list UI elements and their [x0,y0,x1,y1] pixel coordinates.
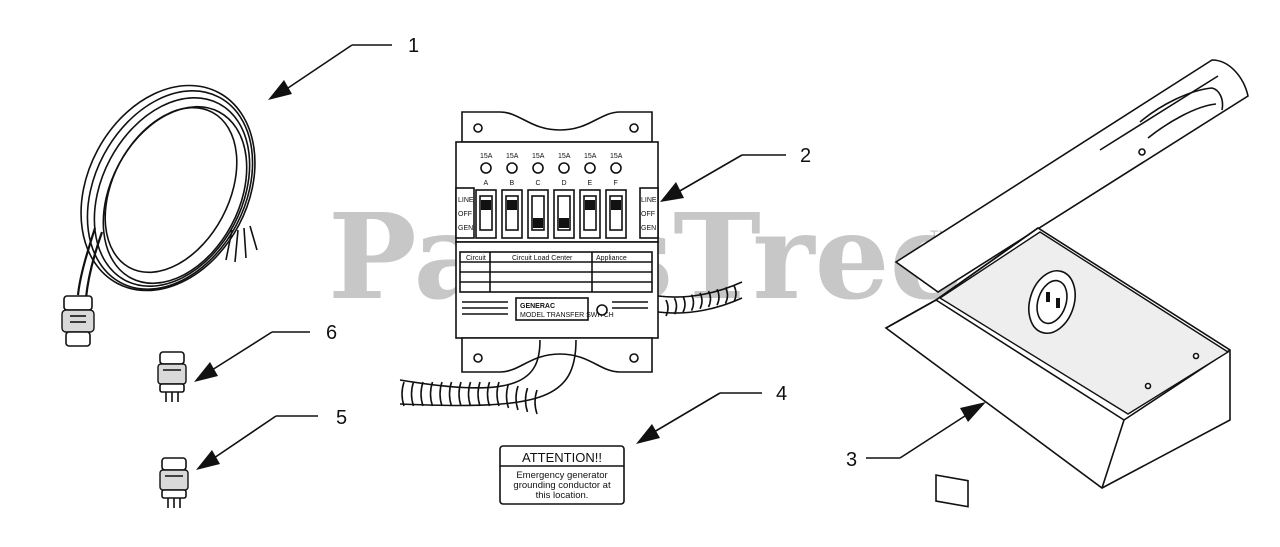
conduit-rib [682,296,686,313]
indicator-lamp-5 [584,162,596,174]
table-header-circuit: Circuit [466,255,486,262]
label-title: ATTENTION!! [522,450,602,465]
circuit-letter-2: B [510,180,515,187]
callout-6-number: 6 [326,322,337,344]
circuit-letter-4: D [562,180,567,187]
table-header-appliance: Appliance [596,255,627,262]
conduit-rib [429,381,434,407]
indicator-lamp-4 [558,162,570,174]
panel-right-label-off: OFF [641,211,655,218]
switch-row [475,189,627,239]
panel-left-label-gen: GEN [458,225,473,232]
part-4-attention-label[interactable]: ATTENTION!! Emergency generator groundin… [499,445,625,505]
conduit-rib [690,294,695,311]
conduit-rib [733,285,737,302]
conduit-rib [716,288,720,306]
conduit-rib [448,381,453,407]
conduit-rib [515,385,519,411]
part-6-connector[interactable] [157,351,187,402]
circuit-letter-6: F [614,180,618,187]
callout-2-number: 2 [800,145,811,167]
circuit-switch-1[interactable] [475,189,497,239]
callout-5-number: 5 [336,407,347,429]
circuit-letter-3: C [536,180,541,187]
callout-2: 2 [660,145,811,202]
circuit-letter-1: A [484,180,489,187]
table-header-load-center: Circuit Load Center [512,255,573,262]
part-1-power-cord[interactable] [47,55,290,347]
conduit-rib [534,389,538,415]
flex-conduit-right [665,285,737,317]
indicator-lamp-6 [610,162,622,174]
label-line-1: Emergency generator [516,470,607,481]
conduit-rib [486,381,491,407]
conduit-rib [401,381,405,407]
circuit-switch-4[interactable] [553,189,575,239]
panel-left-label-off: OFF [458,211,472,218]
amp-rating-6: 15A [610,153,623,160]
conduit-rib [477,381,481,407]
indicator-lamp-2 [506,162,518,174]
label-line-3: this location. [536,490,589,501]
amp-rating-1: 15A [480,153,493,160]
amp-rating-2: 15A [506,153,519,160]
panel-brand: GENERAC [520,303,555,310]
callout-5: 5 [196,407,347,470]
conduit-rib [707,290,712,308]
amp-rating-row: 15A A 15A B 15A C 15A D 15A E 15A F [480,153,623,187]
callout-4: 4 [636,383,787,444]
conduit-rib [699,292,703,310]
part-5-connector[interactable] [159,457,189,508]
conduit-rib [458,381,462,407]
conduit-rib [724,287,729,304]
flex-conduit-bottom [401,381,538,415]
part-2-transfer-switch[interactable]: LINE OFF GEN LINE OFF GEN 15AA15AB15AC15… [399,111,743,415]
callout-3-number: 3 [846,449,857,471]
circuit-switch-2[interactable] [501,189,523,239]
circuit-switch-5[interactable] [579,189,601,239]
circuit-letter-5: E [588,180,593,187]
circuit-switch-3[interactable] [527,189,549,239]
indicator-lamp-3 [532,162,544,174]
conduit-rib [665,299,669,317]
panel-model: MODEL TRANSFER SWITCH [520,312,614,319]
conduit-rib [410,381,415,407]
callout-3: 3 [846,402,986,471]
panel-left-label-line: LINE [458,197,474,204]
indicator-lamp-1 [480,162,492,174]
part-3-power-inlet-box[interactable] [884,59,1249,508]
conduit-rib [673,297,678,315]
conduit-rib [505,383,510,409]
conduit-rib [524,387,529,413]
circuit-switch-6[interactable] [605,189,627,239]
amp-rating-5: 15A [584,153,597,160]
label-line-2: grounding conductor at [513,480,611,491]
callout-6: 6 [194,322,337,382]
conduit-rib [467,381,472,407]
amp-rating-3: 15A [532,153,545,160]
callout-1-number: 1 [408,35,419,57]
panel-right-label-line: LINE [641,197,657,204]
conduit-rib [439,381,443,407]
conduit-rib [496,381,500,407]
amp-rating-4: 15A [558,153,571,160]
conduit-rib [420,381,424,407]
callout-4-number: 4 [776,383,787,405]
panel-right-label-gen: GEN [641,225,656,232]
callout-1: 1 [268,35,419,100]
